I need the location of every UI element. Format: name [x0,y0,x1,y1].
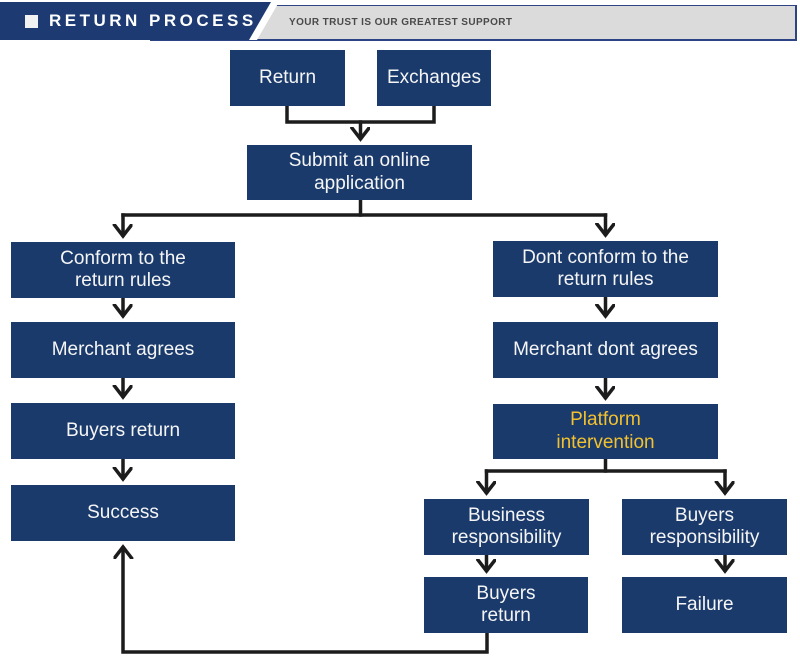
node-merchant-dont-agrees: Merchant dont agrees [493,322,718,378]
node-dont-conform-rules: Dont conform to the return rules [493,241,718,297]
title-banner: RETURN PROCESS [0,2,271,40]
node-merchant-agrees: Merchant agrees [11,322,235,378]
header-tagline: YOUR TRUST IS OUR GREATEST SUPPORT [289,17,513,28]
node-failure: Failure [622,577,787,633]
page-header: YOUR TRUST IS OUR GREATEST SUPPORT RETUR… [0,0,800,44]
node-return: Return [230,50,345,106]
node-conform-rules: Conform to the return rules [11,242,235,298]
node-buyers-responsibility: Buyers responsibility [622,499,787,555]
node-platform-intervention: Platform intervention [493,404,718,459]
node-business-responsibility: Business responsibility [424,499,589,555]
node-buyers-return: Buyers return [11,403,235,459]
connector-return-exchanges-join [285,102,436,124]
page-title: RETURN PROCESS [49,11,257,30]
node-buyers-return-2: Buyers return [424,577,588,633]
node-exchanges: Exchanges [377,50,491,106]
node-submit-application: Submit an online application [247,145,472,200]
bullet-square-icon [25,14,38,28]
connector-feedback-loop [123,548,489,654]
node-success: Success [11,485,235,541]
